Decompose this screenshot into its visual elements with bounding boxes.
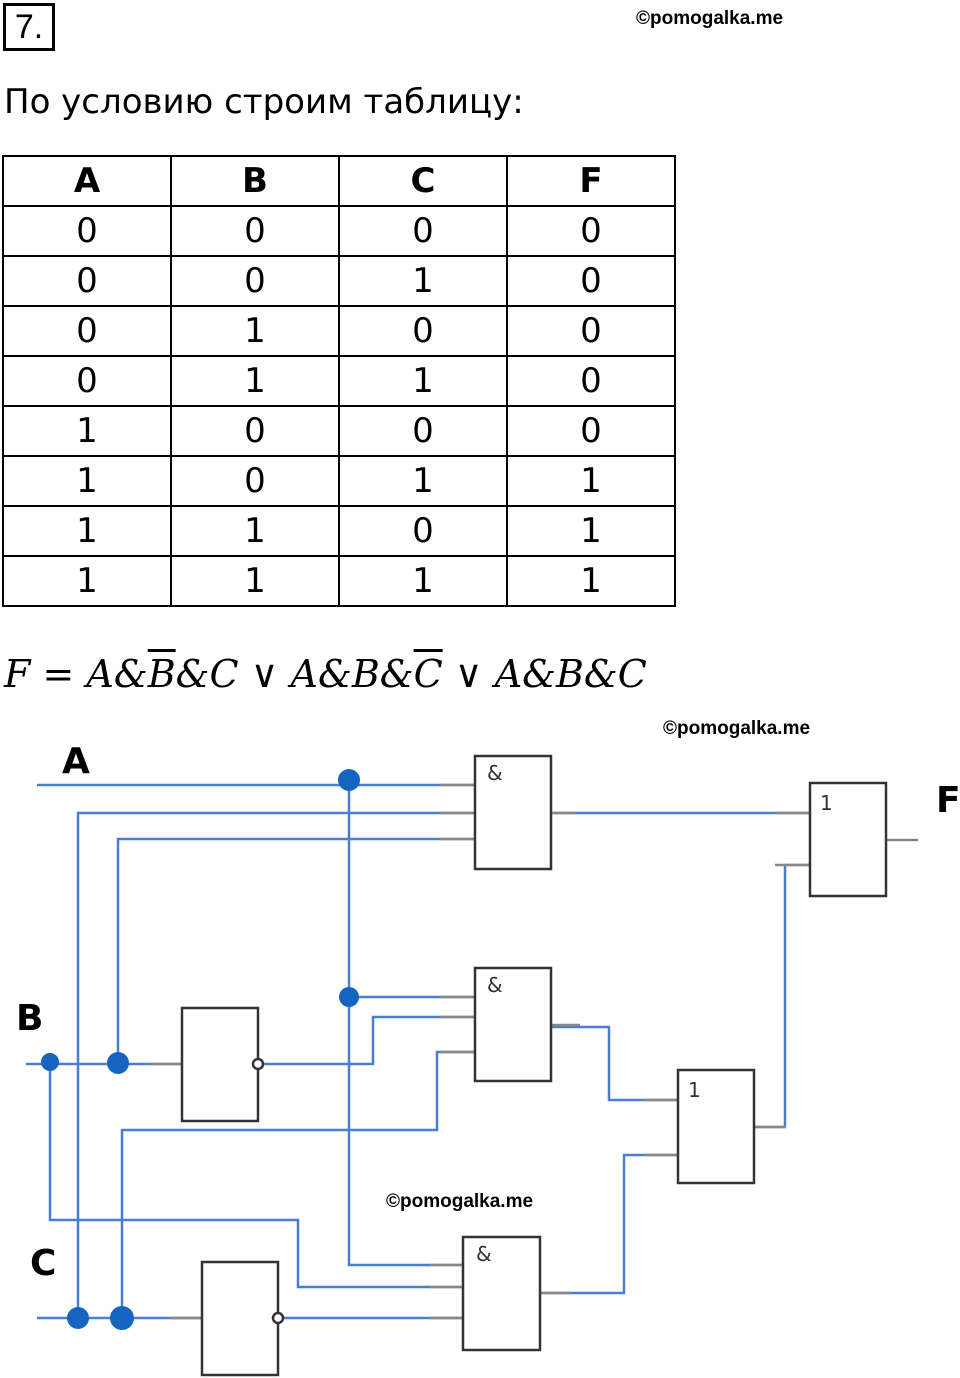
table-cell: 0: [170, 255, 340, 307]
table-cell: 1: [338, 455, 508, 507]
and-gate-2: [473, 966, 553, 1083]
table-cell: 0: [338, 505, 508, 557]
wire-notb-to-and2: [262, 1015, 475, 1066]
input-label-c: C: [30, 1243, 56, 1284]
table-cell: 1: [506, 555, 676, 607]
wires: [26, 780, 810, 1320]
table-cell: 1: [170, 355, 340, 407]
task-number: 7.: [3, 3, 55, 51]
table-cell: 1: [170, 555, 340, 607]
wire-a-vertical: [347, 780, 463, 1267]
column-header: C: [338, 155, 508, 207]
formula: F = A&B&C ∨ A&B&C ∨ A&B&C: [4, 652, 647, 696]
inversion-bubble: [271, 1311, 285, 1325]
wire-b-to-and3: [48, 1062, 463, 1289]
input-label-b: B: [16, 998, 43, 1039]
table-cell: 0: [338, 405, 508, 457]
wire-c-to-and1: [76, 811, 475, 1318]
not-gate-c: [200, 1260, 280, 1377]
wire-and3-to-or2: [540, 1153, 678, 1295]
table-cell: 1: [338, 255, 508, 307]
table-cell: 0: [2, 355, 172, 407]
table-cell: 1: [2, 555, 172, 607]
table-cell: 1: [170, 505, 340, 557]
table-cell: 0: [506, 205, 676, 257]
and-gate-symbol: &: [476, 1242, 492, 1266]
wire-b-to-and1: [116, 837, 475, 1064]
formula-term-3: A&B&C: [494, 652, 647, 696]
table-cell: 0: [338, 205, 508, 257]
or-gate-symbol: 1: [688, 1078, 701, 1102]
junction-nodes: [41, 769, 360, 1330]
table-cell: 0: [506, 405, 676, 457]
and-gate-symbol: &: [487, 761, 503, 785]
table-cell: 1: [338, 555, 508, 607]
or-gate-1: [808, 781, 888, 898]
wire-and2-to-or2: [551, 1025, 678, 1102]
wire-or2-to-or1: [754, 863, 810, 1129]
watermark: ©pomogalka.me: [663, 718, 811, 739]
table-cell: 1: [170, 305, 340, 357]
watermark: ©pomogalka.me: [636, 8, 784, 29]
table-cell: 1: [338, 355, 508, 407]
inversion-bubble: [251, 1057, 265, 1071]
table-header-row: A B C F: [2, 155, 676, 207]
formula-lhs: F: [4, 652, 31, 696]
formula-term-2: A&B&C: [290, 652, 443, 696]
watermark: ©pomogalka.me: [386, 1191, 534, 1212]
table-cell: 0: [170, 455, 340, 507]
column-header: B: [170, 155, 340, 207]
table-cell: 0: [170, 205, 340, 257]
or-gate-symbol: 1: [820, 791, 833, 815]
formula-or: ∨: [250, 652, 279, 696]
column-header: A: [2, 155, 172, 207]
table-cell: 0: [2, 305, 172, 357]
and-gate-symbol: &: [487, 973, 503, 997]
table-cell: 0: [506, 305, 676, 357]
table-cell: 0: [506, 355, 676, 407]
output-label-f: F: [936, 780, 960, 821]
formula-or: ∨: [454, 652, 483, 696]
table-cell: 0: [506, 255, 676, 307]
or-gate-2: [676, 1068, 756, 1185]
table-cell: 1: [2, 505, 172, 557]
intro-text: По условию строим таблицу:: [4, 82, 524, 122]
not-gate-b: [180, 1006, 260, 1123]
table-cell: 0: [2, 255, 172, 307]
table-cell: 1: [506, 455, 676, 507]
gate-stubs: [150, 783, 918, 1320]
formula-term-1: A&B&C: [86, 652, 239, 696]
and-gate-1: [473, 754, 553, 871]
formula-eq: =: [42, 652, 75, 696]
table-cell: 0: [170, 405, 340, 457]
column-header: F: [506, 155, 676, 207]
table-cell: 1: [506, 505, 676, 557]
gates: [180, 754, 888, 1377]
table-cell: 1: [2, 405, 172, 457]
and-gate-3: [461, 1235, 542, 1352]
table-cell: 0: [338, 305, 508, 357]
input-label-a: A: [62, 741, 90, 782]
table-cell: 1: [2, 455, 172, 507]
table-cell: 0: [2, 205, 172, 257]
